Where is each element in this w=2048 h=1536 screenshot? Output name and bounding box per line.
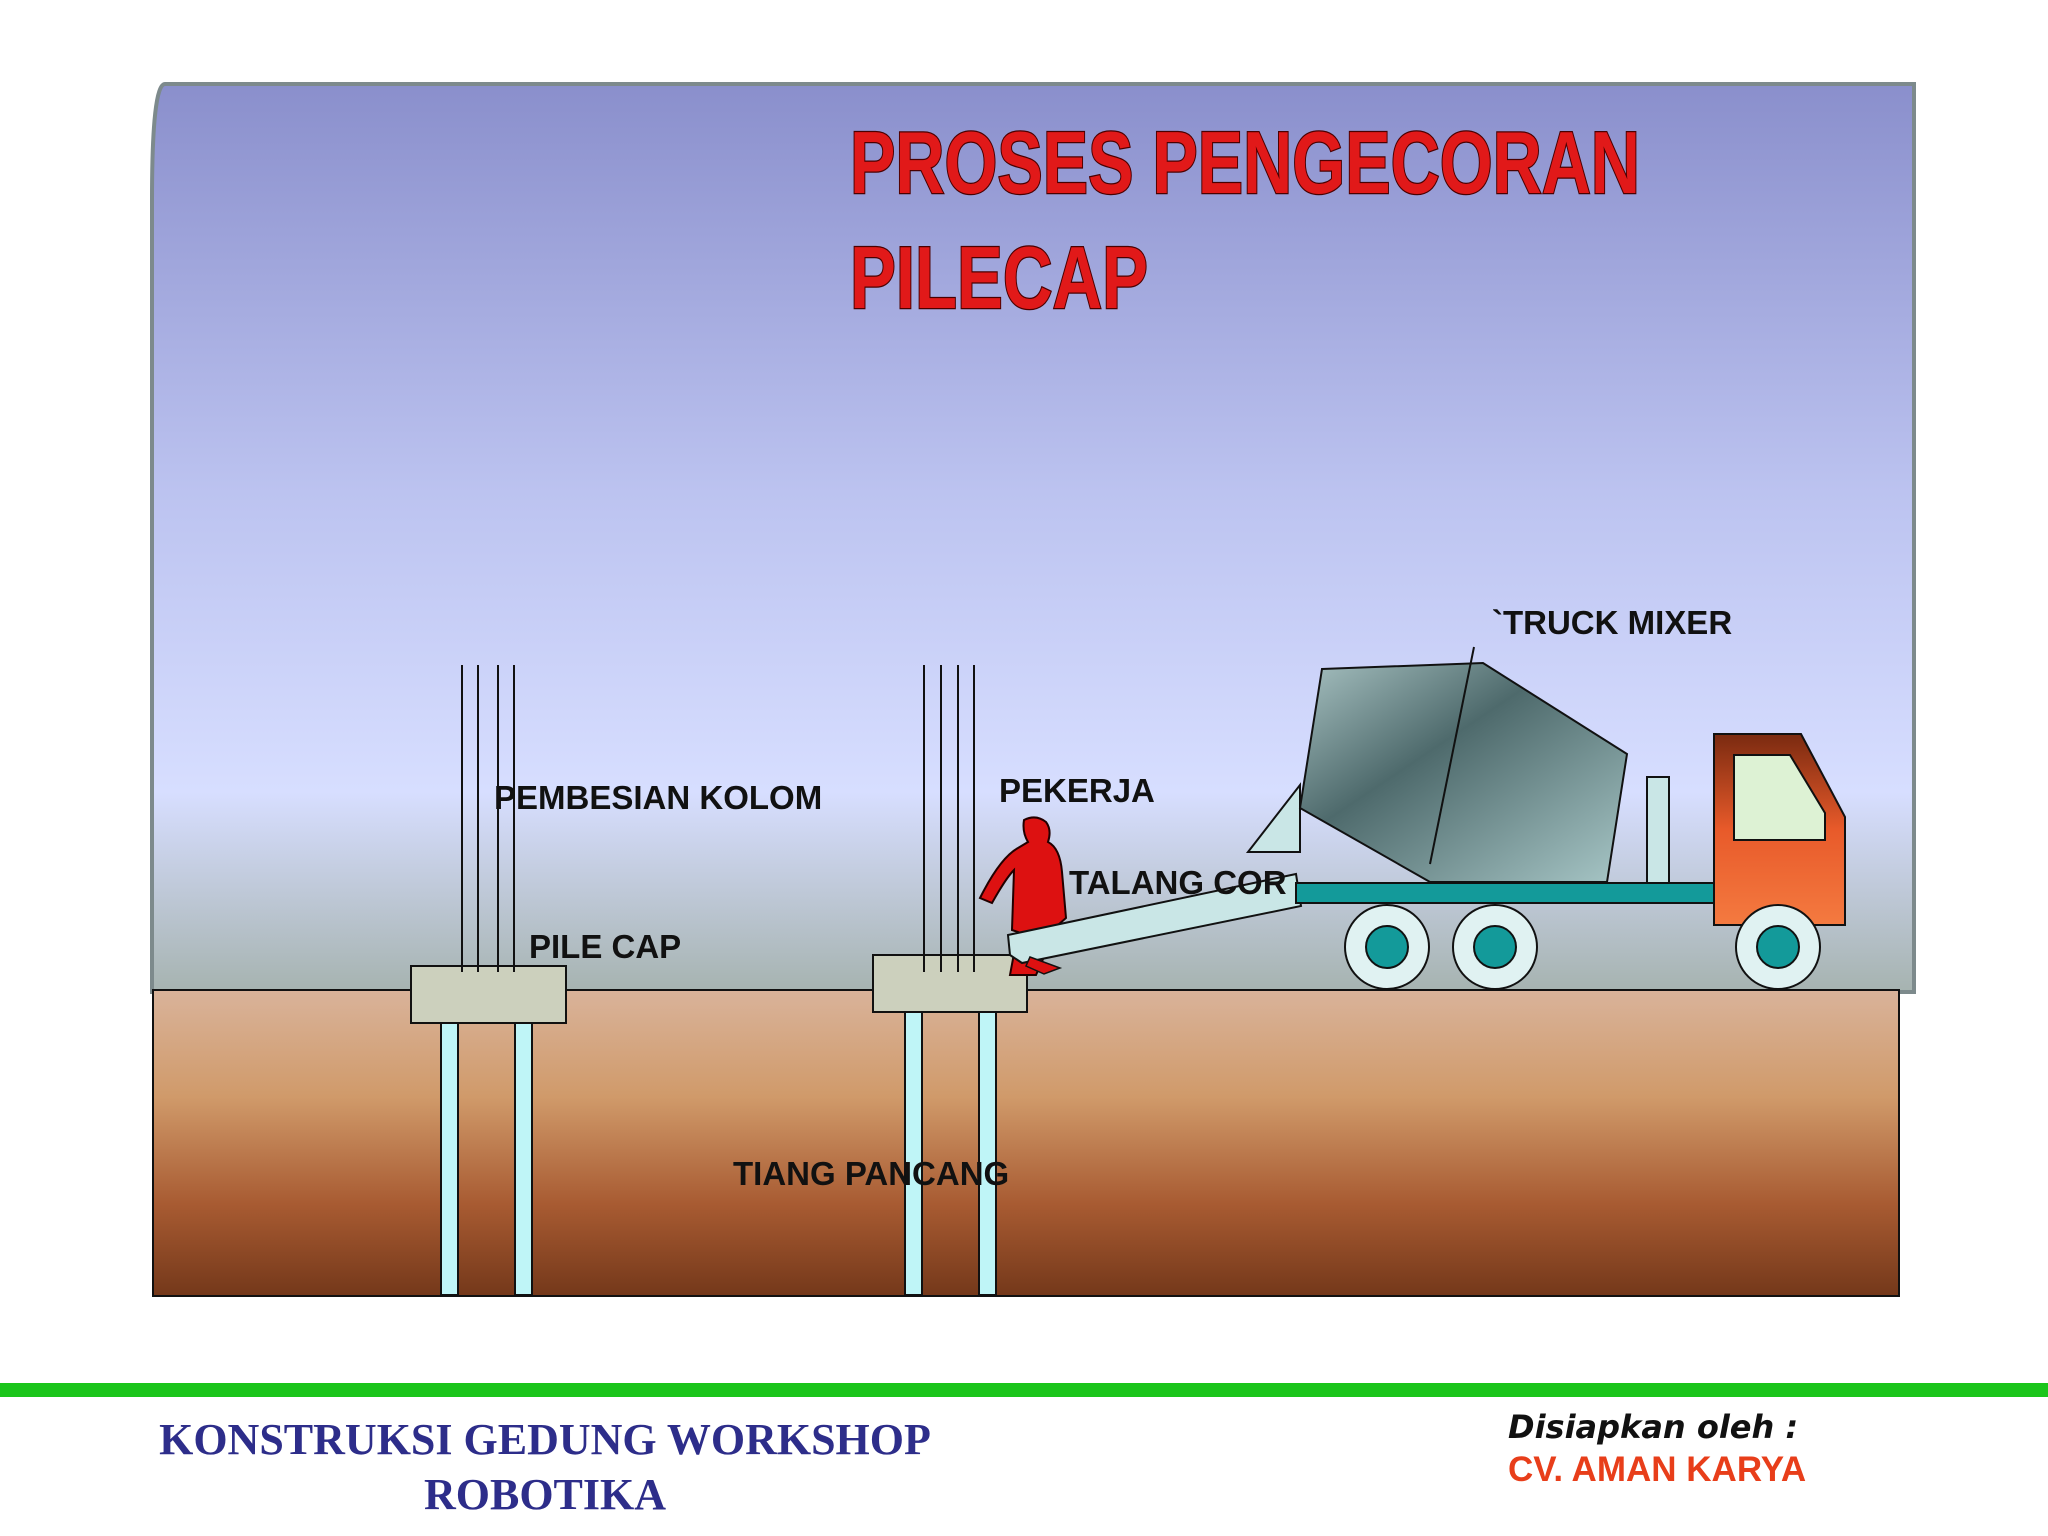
right-pile-group	[872, 665, 1028, 1296]
truck-drum-support	[1646, 776, 1670, 884]
project-name: KONSTRUKSI GEDUNG WORKSHOP ROBOTIKA	[100, 1412, 990, 1522]
tiang-pancang-left-2	[514, 1021, 533, 1296]
label-tiang-pancang: TIANG PANCANG	[733, 1155, 1009, 1192]
project-name-line1: KONSTRUKSI GEDUNG WORKSHOP	[159, 1415, 931, 1464]
project-name-line2: ROBOTIKA	[423, 1470, 667, 1519]
rebar-column-right	[923, 665, 975, 972]
company-name: CV. AMAN KARYA	[1508, 1450, 1807, 1489]
tiang-pancang-right-2	[978, 1011, 997, 1296]
footer-divider	[0, 1383, 2048, 1397]
tiang-pancang-left-1	[440, 1021, 459, 1296]
concrete-mixer-truck-icon	[1245, 646, 1846, 990]
prepared-by-block: Disiapkan oleh : CV. AMAN KARYA	[1508, 1408, 1806, 1490]
diagram-title-line1: PROSES PENGECORAN	[850, 113, 1640, 212]
prepared-by-label: Disiapkan oleh :	[1508, 1408, 1799, 1446]
label-talang-cor: TALANG COR	[1069, 864, 1287, 901]
truck-window	[1733, 754, 1826, 841]
truck-wheel-2	[1452, 904, 1538, 990]
truck-mixer-drum	[1298, 661, 1629, 883]
truck-wheel-3	[1735, 904, 1821, 990]
pile-cap-right	[872, 954, 1028, 1013]
rebar-column-left	[461, 665, 515, 972]
label-pile-cap: PILE CAP	[529, 928, 681, 965]
label-pekerja: PEKERJA	[999, 772, 1155, 809]
truck-hopper	[1245, 782, 1301, 853]
label-truck-mixer: `TRUCK MIXER	[1492, 604, 1732, 641]
truck-chassis	[1295, 882, 1722, 904]
label-pembesian-kolom: PEMBESIAN KOLOM	[494, 779, 822, 816]
truck-wheel-1	[1344, 904, 1430, 990]
tiang-pancang-right-1	[904, 1011, 923, 1296]
diagram-title-line2: PILECAP	[850, 228, 1148, 327]
soil-ground	[152, 989, 1900, 1297]
pile-cap-left	[410, 965, 567, 1024]
talang-cor-chute	[1006, 872, 1303, 975]
left-pile-group	[410, 665, 567, 1296]
